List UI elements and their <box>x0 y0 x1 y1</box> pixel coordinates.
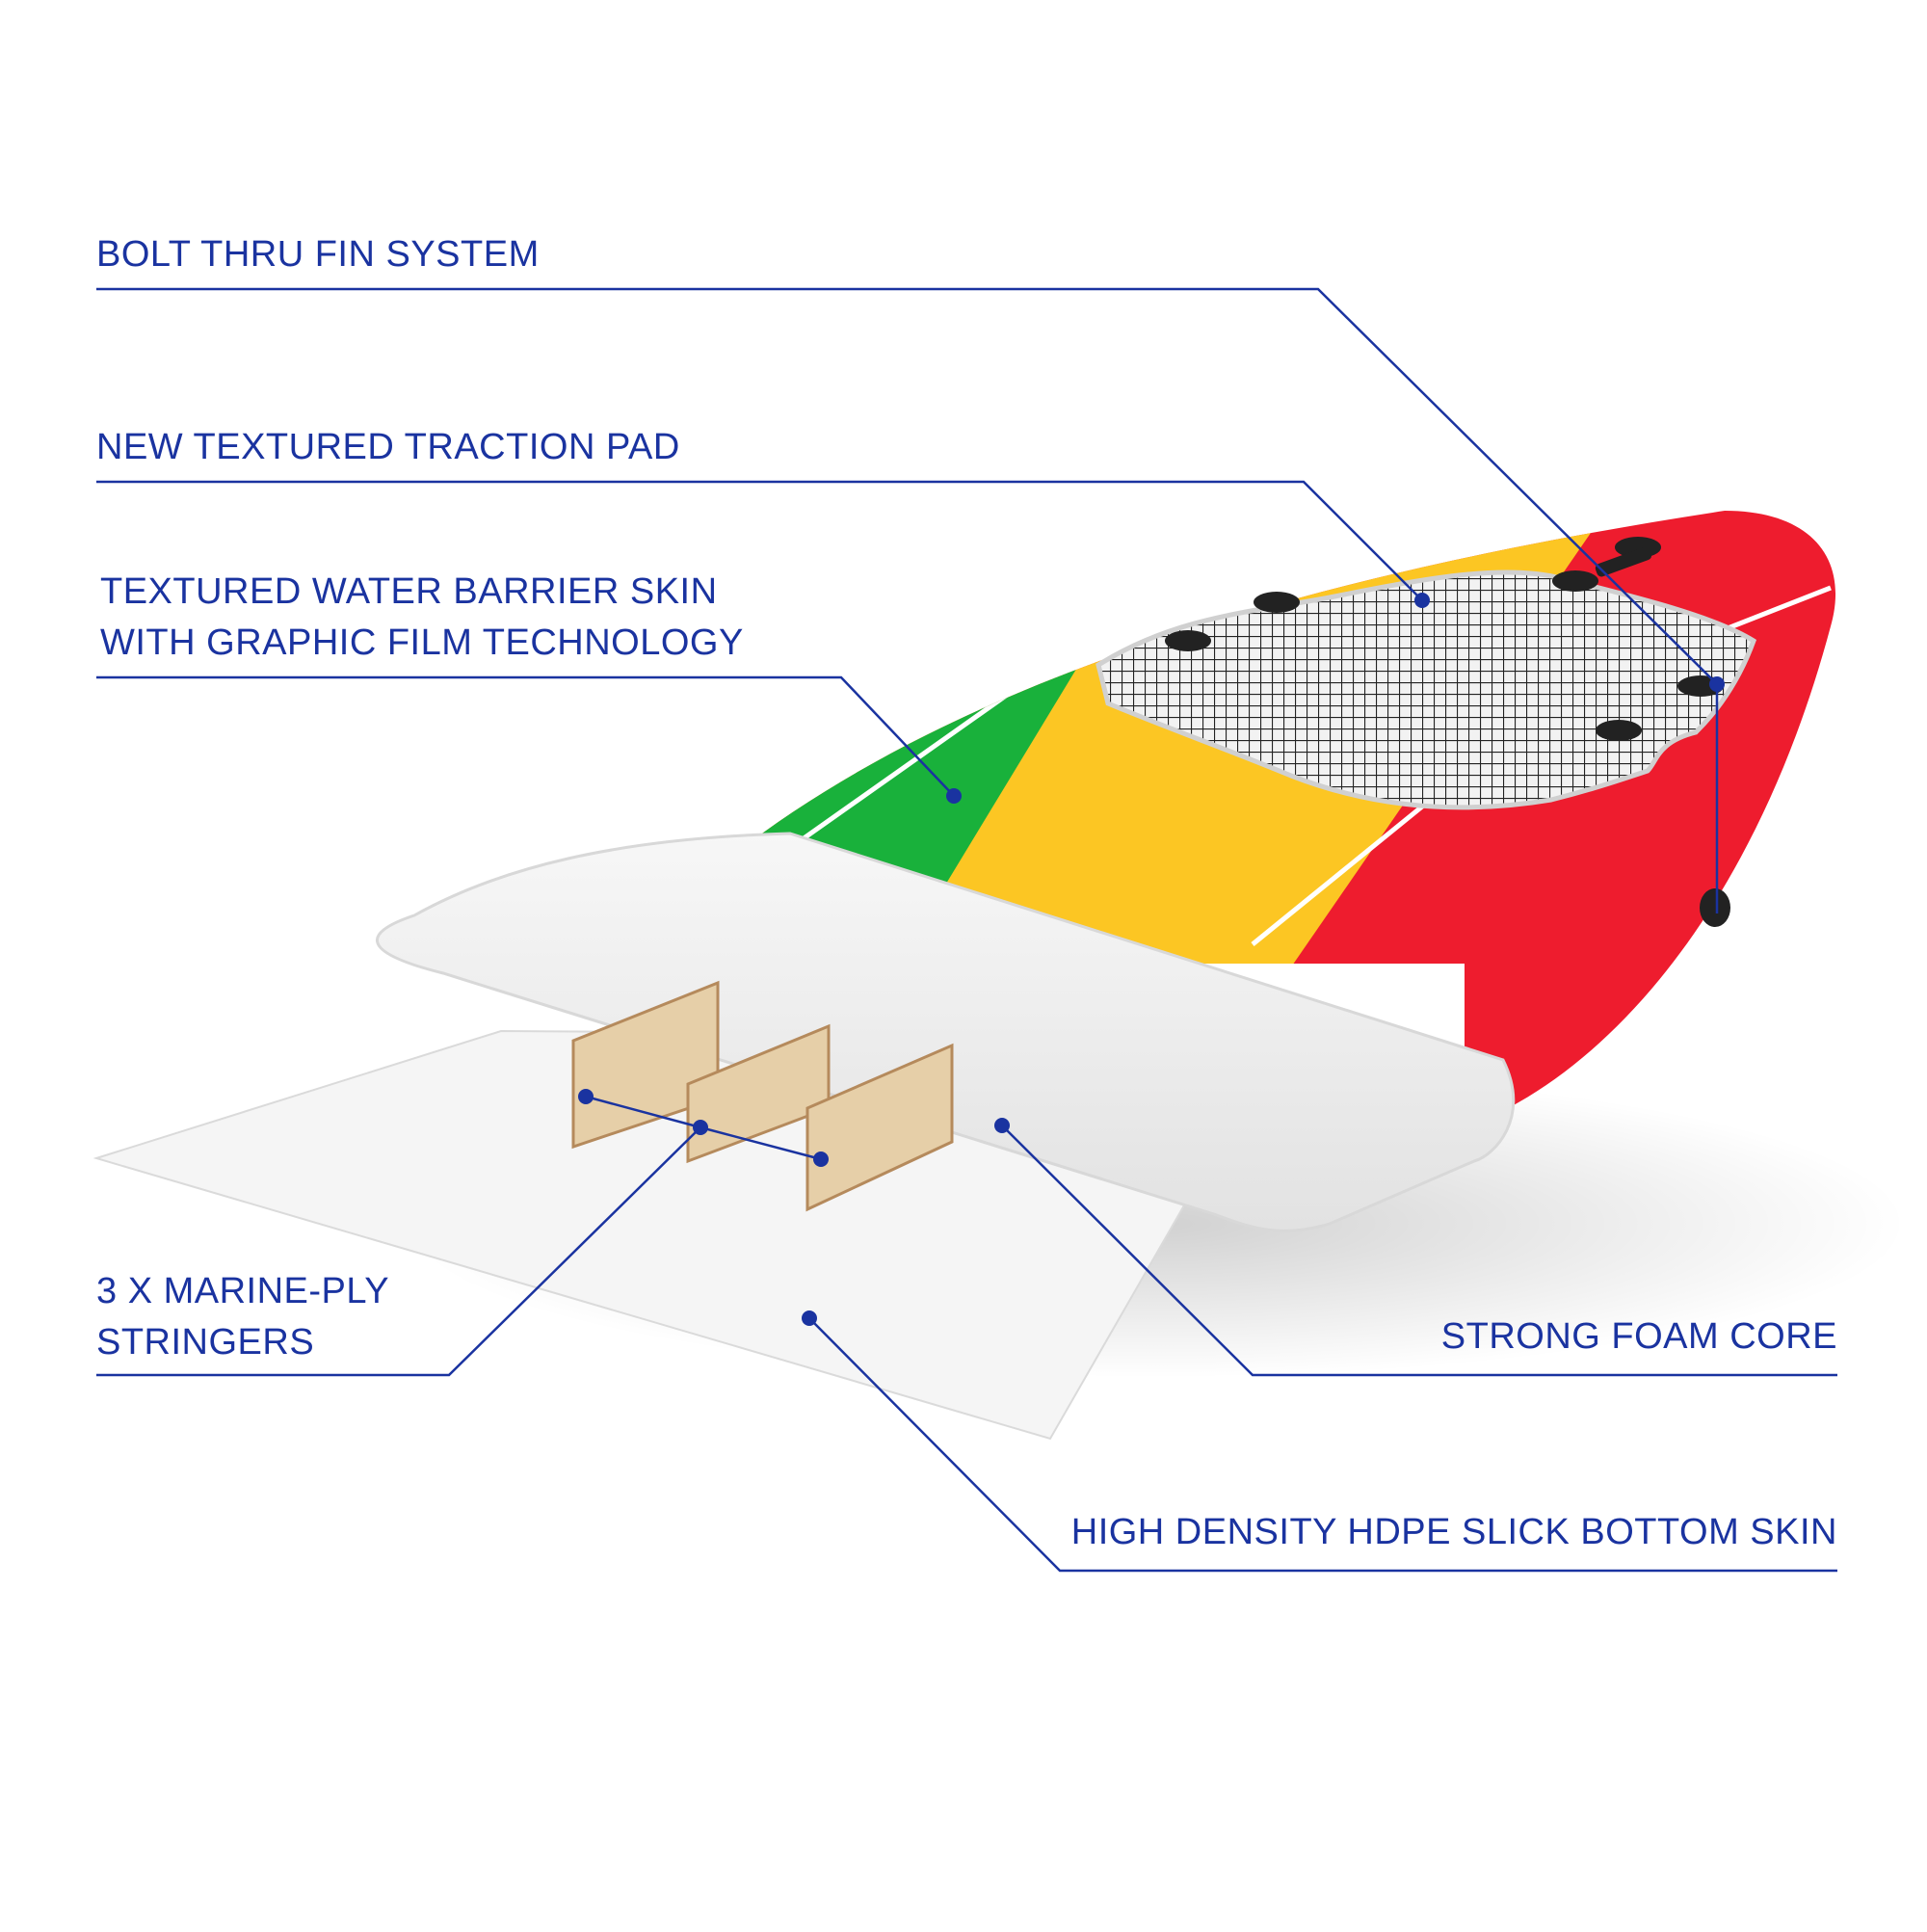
leader-fin-system <box>96 287 1718 685</box>
fin-plug <box>1254 592 1300 613</box>
dot-stringer-3 <box>813 1151 829 1167</box>
fin-plug <box>1700 888 1730 927</box>
dot-traction-pad <box>1414 593 1430 608</box>
fin-box <box>1595 546 1652 577</box>
stringer <box>805 1043 954 1212</box>
dot-water-barrier <box>946 788 962 804</box>
fin-plug <box>1165 630 1211 651</box>
stringers <box>571 980 954 1212</box>
dot-stringer-1 <box>578 1089 594 1104</box>
callout-foam-core: STRONG FOAM CORE <box>1440 1316 1837 1357</box>
fin-plug <box>1552 570 1598 592</box>
callout-water-barrier-line2: WITH GRAPHIC FILM TECHNOLOGY <box>100 622 744 663</box>
leader-traction-pad <box>96 480 1423 601</box>
leader-bottom-skin <box>808 1317 1837 1573</box>
callout-stringers-line2: STRINGERS <box>96 1322 315 1363</box>
traction-pad <box>1095 569 1757 810</box>
dot-bottom-skin <box>802 1310 817 1326</box>
callout-water-barrier-line1: TEXTURED WATER BARRIER SKIN <box>100 571 718 612</box>
leader-water-barrier <box>96 675 955 797</box>
fin-plug <box>1596 720 1642 741</box>
fin-plugs <box>1165 537 1730 927</box>
callout-bottom-skin: HIGH DENSITY HDPE SLICK BOTTOM SKIN <box>1070 1512 1837 1552</box>
dot-stringer-2 <box>693 1120 708 1135</box>
foam-core <box>376 832 1516 1232</box>
leader-lines <box>96 287 1837 1573</box>
dot-foam-core <box>994 1118 1010 1133</box>
leader-foam-core <box>1001 1125 1837 1377</box>
callout-traction-pad: NEW TEXTURED TRACTION PAD <box>96 427 680 467</box>
callout-fin-system: BOLT THRU FIN SYSTEM <box>96 234 540 275</box>
callout-stringers-line1: 3 X MARINE-PLY <box>96 1271 390 1311</box>
dot-fin-system <box>1709 676 1725 692</box>
leader-stringers <box>96 1126 701 1377</box>
callout-dots <box>578 593 1725 1326</box>
